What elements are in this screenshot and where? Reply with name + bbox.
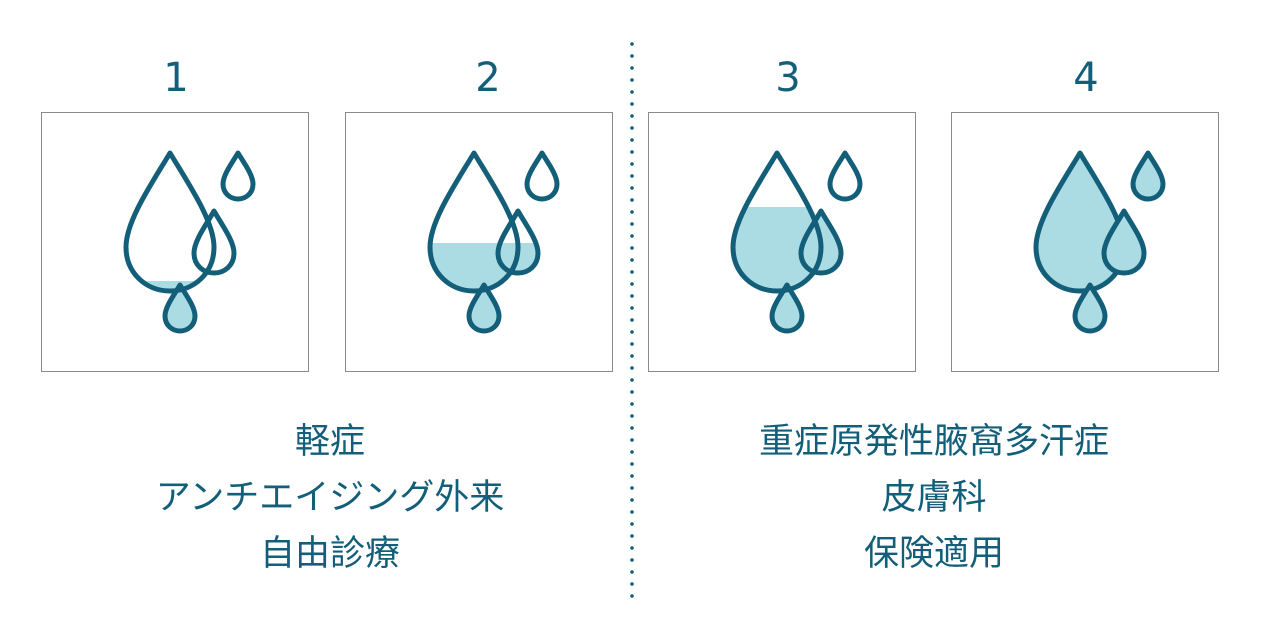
caption-severity: 軽症 xyxy=(294,422,365,462)
caption-coverage: 自由診療 xyxy=(259,534,400,574)
caption-severity: 重症原発性腋窩多汗症 xyxy=(758,422,1109,462)
dotted-divider xyxy=(630,38,634,598)
level-number-2: 2 xyxy=(475,55,501,101)
sweat-drops-icon xyxy=(42,113,310,373)
level-panel-4 xyxy=(951,112,1219,372)
level-panel-2 xyxy=(345,112,613,372)
caption-coverage: 保険適用 xyxy=(863,534,1004,574)
caption-severe: 重症原発性腋窩多汗症 皮膚科 保険適用 xyxy=(664,414,1204,582)
level-number-3: 3 xyxy=(775,55,801,101)
caption-department: アンチエイジング外来 xyxy=(155,478,505,518)
sweat-drops-icon xyxy=(346,113,614,373)
level-number-1: 1 xyxy=(163,55,189,101)
level-number-4: 4 xyxy=(1073,55,1099,101)
sweat-drops-icon xyxy=(649,113,917,373)
caption-department: 皮膚科 xyxy=(881,478,987,518)
level-panel-1 xyxy=(41,112,309,372)
sweat-drops-icon xyxy=(952,113,1220,373)
caption-mild: 軽症 アンチエイジング外来 自由診療 xyxy=(60,414,600,582)
level-panel-3 xyxy=(648,112,916,372)
